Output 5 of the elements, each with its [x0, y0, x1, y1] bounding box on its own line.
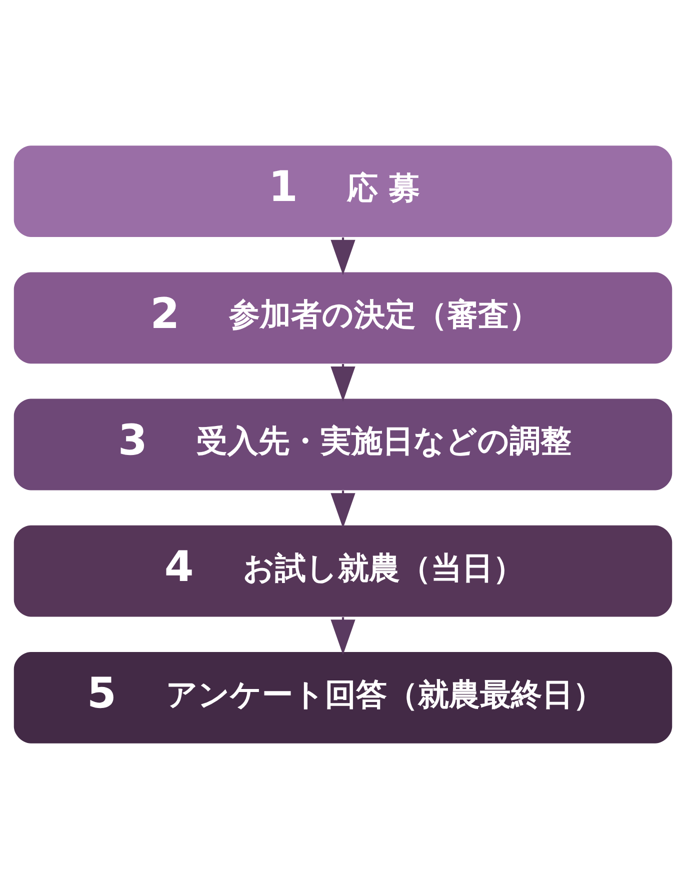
node-box: 4 お試し就農（当日）	[14, 524, 672, 616]
node-box: 5 アンケート回答（就農最終日）	[14, 651, 672, 743]
node-box: 3 受入先・実施日などの調整	[14, 398, 672, 490]
node-box: 2 参加者の決定（審査）	[14, 272, 672, 364]
node-box: 1 応 募	[14, 145, 672, 237]
